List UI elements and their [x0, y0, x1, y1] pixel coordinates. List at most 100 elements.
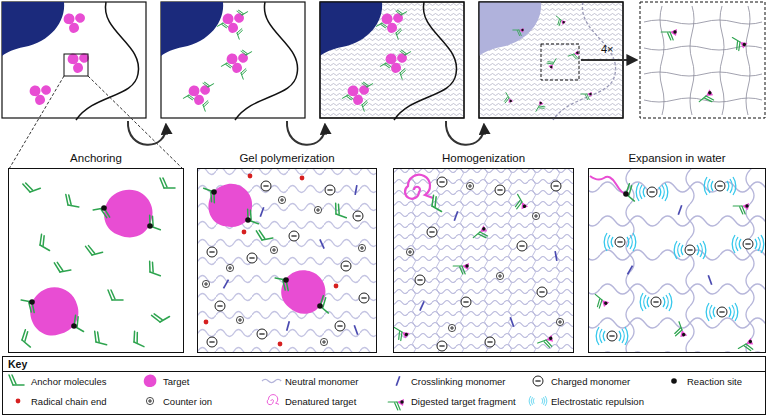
art-use	[54, 260, 71, 272]
key-box: Key	[2, 356, 766, 415]
art-use	[152, 308, 170, 324]
art-use	[406, 248, 413, 255]
art-path	[287, 121, 325, 145]
art-path	[581, 59, 636, 61]
art-use	[30, 83, 53, 106]
art-use	[529, 396, 546, 406]
art-path	[590, 176, 626, 194]
art-use	[211, 189, 217, 195]
art-use	[224, 280, 229, 289]
legend-item: Reaction site	[664, 374, 742, 388]
legend-item: Counter ion	[140, 394, 212, 408]
legend-item: Radical chain end	[8, 394, 107, 408]
art-use	[396, 376, 399, 385]
art-use	[511, 193, 528, 212]
art-use	[581, 92, 592, 100]
art-use	[355, 185, 357, 195]
art-use	[717, 307, 727, 317]
legend-text: Charged monomer	[551, 376, 630, 387]
art-use	[636, 183, 668, 201]
art-use	[207, 337, 217, 347]
art-path	[690, 6, 694, 115]
legend-swatch	[8, 394, 28, 408]
legend-text: Target	[163, 376, 189, 387]
art-use	[130, 331, 148, 346]
art-use	[359, 293, 369, 303]
art-use	[623, 191, 629, 197]
stage-panel: Homogenization	[393, 151, 574, 353]
art-use	[16, 399, 21, 404]
art-path	[660, 6, 664, 115]
art-use	[221, 47, 251, 80]
stage-panel: Expansion in water	[588, 151, 766, 353]
art-use	[161, 2, 223, 56]
art-use	[553, 14, 566, 27]
art-use	[314, 206, 321, 213]
art-use	[517, 241, 527, 251]
legend-swatch	[262, 394, 282, 408]
art-rect	[64, 54, 88, 76]
art-use	[485, 337, 495, 347]
art-use	[532, 212, 539, 219]
art-use	[420, 301, 424, 310]
art-use	[615, 237, 625, 247]
art-use	[226, 264, 233, 271]
art-use	[533, 376, 543, 386]
legend-swatch	[664, 374, 684, 388]
legend-swatch	[8, 374, 28, 388]
art-use	[674, 241, 706, 259]
art-use	[743, 239, 753, 249]
art-use	[628, 266, 633, 275]
art-use	[678, 205, 681, 214]
art-use	[380, 47, 410, 80]
art-use	[300, 176, 305, 181]
legend-swatch	[388, 374, 408, 388]
art-use	[471, 225, 490, 244]
art-use	[215, 301, 225, 311]
art-use	[437, 177, 447, 187]
art-use	[71, 323, 77, 329]
art-rect	[394, 169, 573, 352]
art-use	[353, 211, 363, 221]
art-rect	[161, 2, 305, 118]
art-use	[146, 261, 164, 276]
anchoring-illustration	[19, 178, 175, 347]
art-use	[685, 245, 695, 255]
zoom-leaders	[9, 76, 183, 169]
art-use	[495, 185, 505, 195]
art-use	[661, 29, 677, 40]
art-use	[671, 321, 687, 340]
art-use	[278, 196, 285, 203]
art-path	[128, 121, 166, 145]
art-use	[68, 51, 91, 74]
art-use	[388, 399, 404, 410]
art-use	[274, 262, 333, 321]
art-use	[640, 293, 672, 311]
art-use	[513, 28, 524, 36]
panel-frame	[8, 168, 184, 353]
art-rect	[589, 169, 765, 352]
art-use	[101, 186, 157, 241]
art-use	[248, 174, 253, 179]
art-use	[733, 203, 749, 214]
legend-text: Denatured target	[285, 396, 356, 407]
legend-swatch	[262, 374, 282, 388]
art-use	[267, 395, 279, 405]
art-use	[647, 187, 657, 197]
art-use	[325, 185, 335, 195]
art-rect	[640, 2, 765, 118]
art-use	[342, 79, 372, 112]
art-use	[278, 342, 283, 347]
art-use	[651, 297, 661, 307]
art-use	[29, 299, 35, 305]
art-use	[247, 253, 257, 263]
art-use	[19, 300, 36, 312]
art-use	[461, 297, 471, 307]
legend-swatch	[528, 394, 548, 408]
art-use	[551, 181, 561, 191]
art-use	[596, 327, 628, 345]
legend-item: Charged monomer	[528, 374, 630, 388]
art-path	[720, 6, 724, 115]
art-use	[358, 244, 365, 251]
